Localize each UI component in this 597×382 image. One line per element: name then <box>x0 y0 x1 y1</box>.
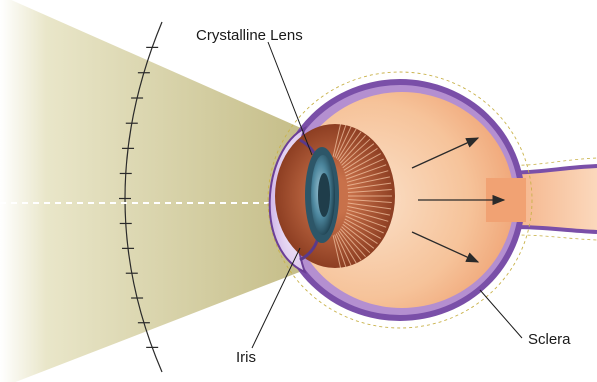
sclera-label: Sclera <box>528 331 571 348</box>
crystalline-lens-label: Crystalline Lens <box>196 27 303 44</box>
iris-label: Iris <box>236 349 256 366</box>
sclera-leader <box>480 290 522 338</box>
